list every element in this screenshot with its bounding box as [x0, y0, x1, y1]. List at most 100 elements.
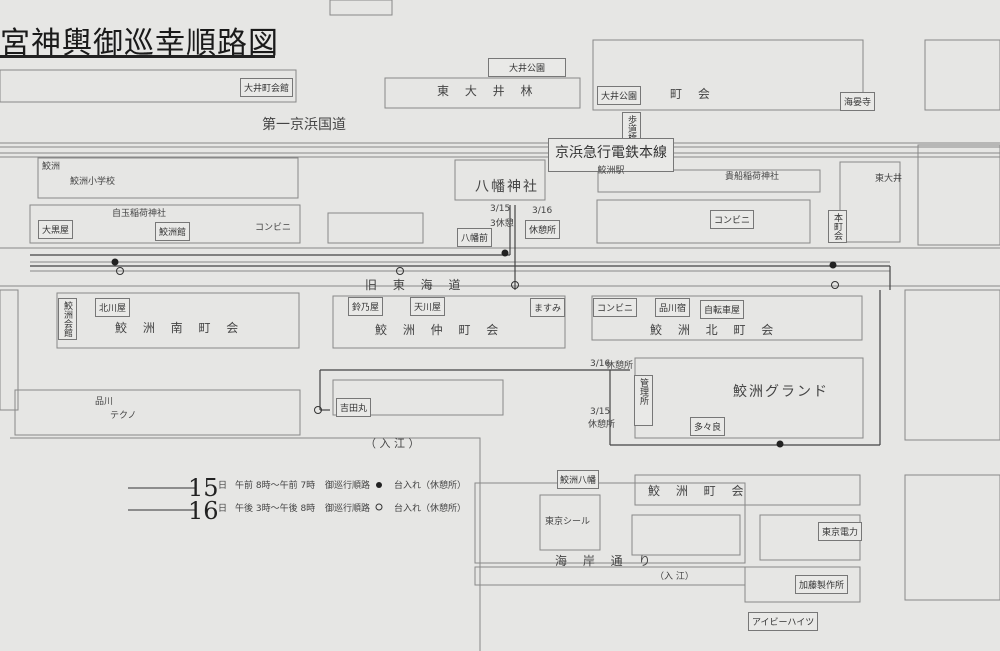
rest-stop-15 — [501, 249, 509, 257]
label-line-name: 京浜急行電鉄本線 — [555, 145, 667, 161]
block — [29, 204, 301, 244]
label-mark-315: 3休憩 — [490, 219, 514, 229]
label-konbini-2: コンビニ — [710, 210, 755, 229]
legend-note-15: 台入れ（休憩所） — [394, 481, 467, 491]
label-tamagawa: 多々良 — [690, 417, 726, 436]
route-markers — [111, 249, 839, 511]
legend-day-16: 16 — [188, 497, 219, 525]
block — [596, 199, 811, 244]
legend-time-15: 午前 8時～午前 7時 — [235, 481, 316, 491]
block — [332, 295, 566, 349]
legend-mark-15 — [376, 482, 382, 488]
label-higashi-oi: 東 大 井 林 — [437, 84, 539, 98]
block — [384, 77, 581, 109]
rest-stop-15 — [776, 440, 784, 448]
label-kita: 鮫 洲 北 町 会 — [650, 323, 780, 337]
legend-note-16: 台入れ（休憩所） — [394, 504, 467, 514]
block — [917, 144, 1000, 246]
label-hachiman-shrine: 八幡神社 — [475, 179, 539, 195]
label-oi-park-top: 大井公園 — [488, 58, 566, 77]
block — [14, 389, 301, 436]
label-asagawa: 品川宿 — [655, 298, 691, 317]
block — [329, 0, 393, 16]
label-right-box: 本町会 — [828, 210, 847, 243]
label-minami: 鮫 洲 南 町 会 — [115, 321, 245, 335]
rest-stop-16 — [511, 281, 519, 289]
block — [0, 289, 19, 411]
rest-stop-15 — [829, 261, 837, 269]
block — [904, 289, 1000, 441]
label-mark-316: 休憩所 — [525, 220, 561, 239]
label-bukkake: 八幡前 — [457, 228, 493, 247]
block — [332, 379, 504, 416]
block — [474, 566, 746, 586]
label-tower: 歩道橋 — [622, 112, 641, 145]
block — [37, 157, 299, 199]
block — [0, 69, 297, 103]
legend-route-15: 御巡行順路 — [325, 481, 371, 491]
label-techno: テクノ — [110, 411, 137, 421]
rest-stop-16 — [314, 406, 322, 414]
title-underline — [0, 55, 275, 58]
label-date-316-c: 3/16 — [590, 359, 611, 369]
label-kaishoji: 海晏寺 — [840, 92, 876, 111]
label-shrine-right: 貴船稲荷神社 — [725, 172, 780, 182]
label-same-cho: 鮫 洲 町 会 — [648, 484, 750, 498]
label-oimachi-kaikan: 大井町会館 — [240, 78, 294, 97]
block — [924, 39, 1000, 111]
label-kato-seisakusho: 加藤製作所 — [795, 575, 849, 594]
label-date-315-c: 3/15 — [590, 407, 611, 417]
rest-stop-16 — [396, 267, 404, 275]
label-right-edge: 東大井 — [875, 174, 903, 184]
label-konbini-kita: コンビニ — [593, 298, 638, 317]
block — [454, 159, 546, 201]
label-tokyo-seal: 東京シール — [545, 517, 591, 527]
label-irie: （ 入 江 ） — [365, 437, 420, 450]
label-ikeda-sign: 鮫洲八幡 — [557, 470, 600, 489]
rest-stop-16 — [831, 281, 839, 289]
label-kaishin-dori: 海 岸 通 り — [555, 554, 657, 568]
label-ivy-heights: アイビーハイツ — [748, 612, 819, 631]
label-date-315-a: 3/15 — [490, 204, 511, 214]
label-station: 鮫洲駅 — [597, 166, 625, 176]
block — [539, 494, 601, 551]
label-dai-kaikan: 鮫洲会館 — [58, 298, 77, 340]
label-date-316-a: 3/16 — [532, 206, 553, 216]
block — [839, 161, 901, 243]
block — [634, 474, 861, 506]
label-oi-park: 大井公園 — [597, 86, 642, 105]
label-grand: 鮫洲グランド — [733, 384, 829, 400]
label-kitagawa: 北川屋 — [95, 298, 131, 317]
label-masumi: ますみ — [530, 298, 566, 317]
block — [744, 566, 861, 603]
label-old-tokaido: 旧 東 海 道 — [365, 278, 467, 292]
label-jitensha: 自転車屋 — [700, 300, 745, 319]
block — [904, 474, 1000, 601]
block — [597, 169, 821, 193]
block — [591, 295, 863, 341]
block — [327, 212, 424, 244]
block — [474, 482, 746, 564]
label-konbini-1: コンビニ — [255, 223, 292, 233]
label-naka: 鮫 洲 仲 町 会 — [375, 323, 505, 337]
station-box: 京浜急行電鉄本線 鮫洲駅 — [548, 138, 674, 176]
legend-day-15: 15 — [188, 474, 219, 502]
block — [56, 292, 300, 349]
label-kitagawa-techno: 品川 — [95, 397, 114, 407]
legend-suffix-16: 日 — [218, 504, 228, 514]
label-time-316-c: 休憩所 — [606, 361, 634, 371]
label-cho-kai-top: 町 会 — [670, 87, 716, 101]
legend-suffix-15: 日 — [218, 481, 228, 491]
label-time-315-c: 休憩所 — [588, 420, 616, 430]
legend-time-16: 午後 3時～午後 8時 — [235, 504, 316, 514]
label-daikokuya: 大黒屋 — [38, 220, 74, 239]
rest-stop-16 — [116, 267, 124, 275]
block — [631, 514, 741, 556]
label-yumeya: 鈴乃屋 — [348, 297, 384, 316]
label-school: 鮫洲小学校 — [70, 177, 116, 187]
label-dai-no-ichi: 天川屋 — [410, 297, 446, 316]
label-kinoshita: 吉田丸 — [336, 398, 372, 417]
label-kanrisho: 管理所 — [634, 375, 653, 426]
label-tokyo-electric: 東京電力 — [818, 522, 863, 541]
